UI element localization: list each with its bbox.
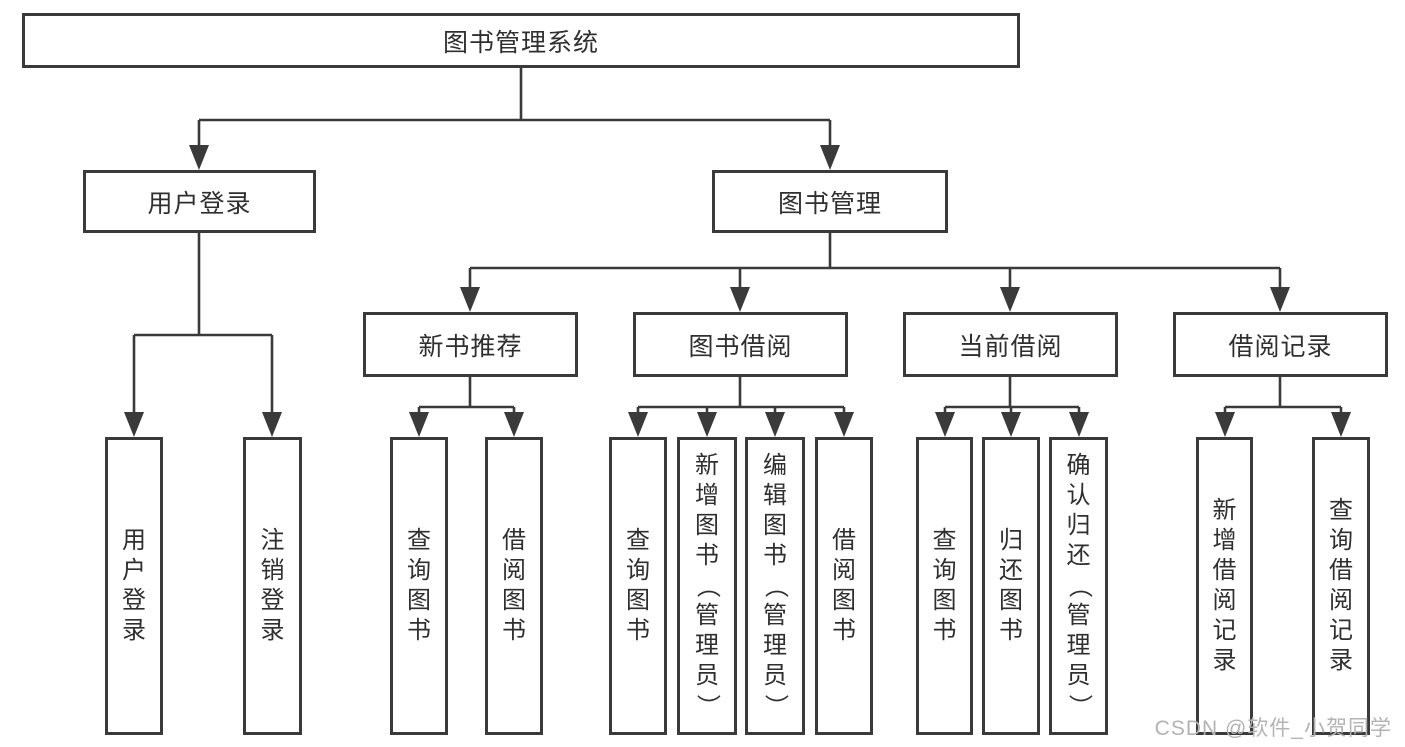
leaf-borrow-query-book: 查询图书 (609, 437, 667, 735)
csdn-watermark: CSDN @软件_小贺同学 (1154, 717, 1392, 740)
node-user-login: 用户登录 (83, 170, 316, 233)
leaf-user-login: 用户登录 (105, 437, 163, 735)
leaf-logout: 注销登录 (243, 437, 302, 735)
leaf-records-add-record: 新增借阅记录 (1196, 437, 1253, 735)
leaf-newrec-query-book: 查询图书 (390, 437, 448, 735)
leaf-newrec-borrow-book: 借阅图书 (485, 437, 543, 735)
node-borrow-records: 借阅记录 (1173, 312, 1388, 377)
node-book-borrow: 图书借阅 (633, 312, 848, 377)
leaf-borrow-add-book-admin: 新增图书（管理员） (677, 437, 737, 735)
node-current-borrow: 当前借阅 (903, 312, 1118, 377)
leaf-current-return-book: 归还图书 (982, 437, 1040, 735)
leaf-current-confirm-return-admin: 确认归还（管理员） (1049, 437, 1108, 735)
leaf-borrow-edit-book-admin: 编辑图书（管理员） (745, 437, 805, 735)
leaf-records-query-record: 查询借阅记录 (1312, 437, 1370, 735)
node-book-mgmt: 图书管理 (712, 170, 948, 233)
node-root: 图书管理系统 (22, 13, 1020, 68)
node-new-book-recommend: 新书推荐 (363, 312, 578, 377)
leaf-borrow-borrow-book: 借阅图书 (815, 437, 873, 735)
leaf-current-query-book: 查询图书 (916, 437, 973, 735)
